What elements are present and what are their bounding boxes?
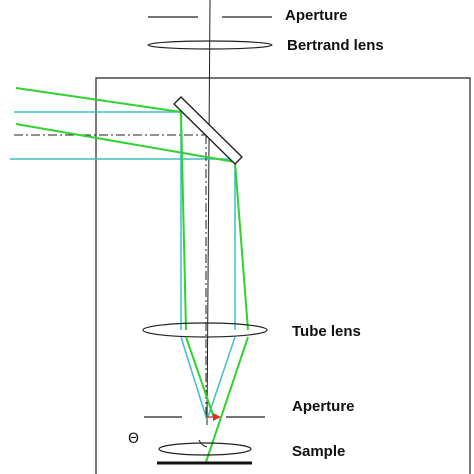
label-tube-lens: Tube lens: [292, 323, 361, 340]
green-converge-left: [185, 336, 215, 419]
bertrand-lens: [147, 40, 273, 50]
objective-lens: [158, 442, 252, 456]
cyan-converge-right: [206, 336, 236, 421]
microscope-housing: [95, 77, 471, 474]
label-aperture-bottom: Aperture: [292, 398, 355, 415]
green-beam-down-right: [234, 161, 249, 331]
label-theta: Θ: [128, 431, 139, 447]
label-bertrand-lens: Bertrand lens: [287, 37, 384, 54]
cyan-converge-left: [180, 336, 208, 421]
red-arrow-head: [213, 413, 221, 421]
beam-splitter-mirror: [173, 96, 243, 165]
label-aperture-top: Aperture: [285, 7, 348, 24]
tube-lens: [142, 322, 268, 338]
green-beam-lower: [15, 123, 236, 163]
optical-axis-line: [206, 0, 211, 426]
green-beam-down-left: [180, 111, 187, 331]
green-beam-upper: [15, 87, 182, 113]
theta-angle-arc: [198, 439, 208, 448]
label-sample: Sample: [292, 443, 345, 460]
green-converge-right: [205, 336, 249, 463]
